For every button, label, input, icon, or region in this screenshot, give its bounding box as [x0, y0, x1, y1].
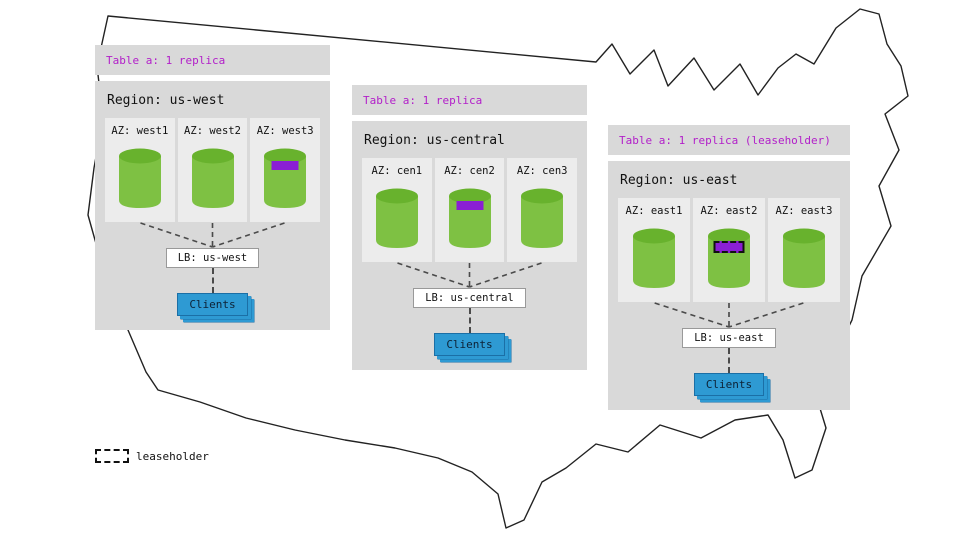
cylinder-shape-icon — [633, 228, 675, 288]
az-label: AZ: east1 — [625, 205, 683, 217]
az-box-cen1: AZ: cen1 — [362, 158, 432, 262]
az-label: AZ: west1 — [111, 125, 169, 137]
connector-line — [211, 268, 214, 293]
region-box: Region: us-west AZ: west1 AZ: west2 — [95, 81, 330, 330]
region-title: Region: us-east — [620, 173, 738, 188]
region-panel-us-west: Table a: 1 replica Region: us-west AZ: w… — [95, 45, 330, 330]
az-box-cen3: AZ: cen3 — [507, 158, 578, 262]
az-label: AZ: cen1 — [371, 165, 423, 177]
connector-line — [468, 308, 471, 333]
database-cylinder-icon — [447, 186, 493, 250]
region-panel-us-central: Table a: 1 replica Region: us-central AZ… — [352, 85, 587, 370]
az-label: AZ: cen3 — [516, 165, 568, 177]
leaseholder-swatch-icon — [95, 449, 129, 463]
cylinder-shape-icon — [448, 188, 491, 248]
az-row: AZ: east1 AZ: east2 — [618, 198, 840, 302]
az-label: AZ: west3 — [256, 125, 314, 137]
az-box-west3: AZ: west3 — [250, 118, 321, 222]
region-box: Region: us-east AZ: east1 AZ: east2 — [608, 161, 850, 410]
database-cylinder-icon — [374, 186, 420, 250]
database-cylinder-icon — [262, 146, 308, 210]
az-box-east1: AZ: east1 — [618, 198, 690, 302]
az-label: AZ: cen2 — [444, 165, 495, 177]
load-balancer: LB: us-east — [682, 328, 776, 348]
leaseholder-bar — [713, 241, 745, 253]
connector-fan — [140, 222, 285, 248]
cylinder-shape-icon — [521, 188, 564, 248]
table-label: Table a: 1 replica — [95, 45, 330, 75]
az-box-east2: AZ: east2 — [693, 198, 765, 302]
az-box-west2: AZ: west2 — [177, 118, 248, 222]
database-cylinder-icon — [706, 226, 752, 290]
region-panel-us-east: Table a: 1 replica (leaseholder) Region:… — [608, 125, 850, 410]
database-cylinder-icon — [117, 146, 163, 210]
az-row: AZ: cen1 AZ: cen2 — [362, 158, 578, 262]
cylinder-shape-icon — [708, 228, 750, 288]
cylinder-shape-icon — [783, 228, 825, 288]
clients-node: Clients — [693, 373, 765, 396]
replica-bar — [271, 161, 299, 170]
connector-line — [728, 348, 730, 373]
az-box-west1: AZ: west1 — [105, 118, 175, 222]
table-label: Table a: 1 replica — [352, 85, 587, 115]
table-label: Table a: 1 replica (leaseholder) — [608, 125, 850, 155]
clients-node: Clients — [434, 333, 505, 356]
az-box-east3: AZ: east3 — [768, 198, 840, 302]
connector-fan — [397, 262, 542, 288]
region-title: Region: us-central — [364, 133, 505, 148]
load-balancer: LB: us-central — [413, 288, 526, 308]
cylinder-shape-icon — [191, 148, 234, 208]
cylinder-shape-icon — [264, 148, 307, 208]
region-box: Region: us-central AZ: cen1 AZ: cen2 — [352, 121, 587, 370]
database-cylinder-icon — [631, 226, 677, 290]
az-row: AZ: west1 AZ: west2 AZ: — [105, 118, 321, 222]
az-label: AZ: east2 — [700, 205, 758, 217]
legend-label: leaseholder — [136, 449, 209, 463]
database-cylinder-icon — [519, 186, 565, 250]
replica-bar — [456, 201, 483, 210]
az-label: AZ: west2 — [184, 125, 241, 137]
az-box-cen2: AZ: cen2 — [434, 158, 505, 262]
region-title: Region: us-west — [107, 93, 225, 108]
database-cylinder-icon — [190, 146, 236, 210]
connector-fan — [654, 302, 804, 328]
az-label: AZ: east3 — [775, 205, 833, 217]
database-cylinder-icon — [781, 226, 827, 290]
cylinder-shape-icon — [118, 148, 161, 208]
legend: leaseholder — [95, 449, 209, 463]
load-balancer: LB: us-west — [165, 248, 260, 268]
clients-node: Clients — [177, 293, 248, 316]
cylinder-shape-icon — [375, 188, 418, 248]
